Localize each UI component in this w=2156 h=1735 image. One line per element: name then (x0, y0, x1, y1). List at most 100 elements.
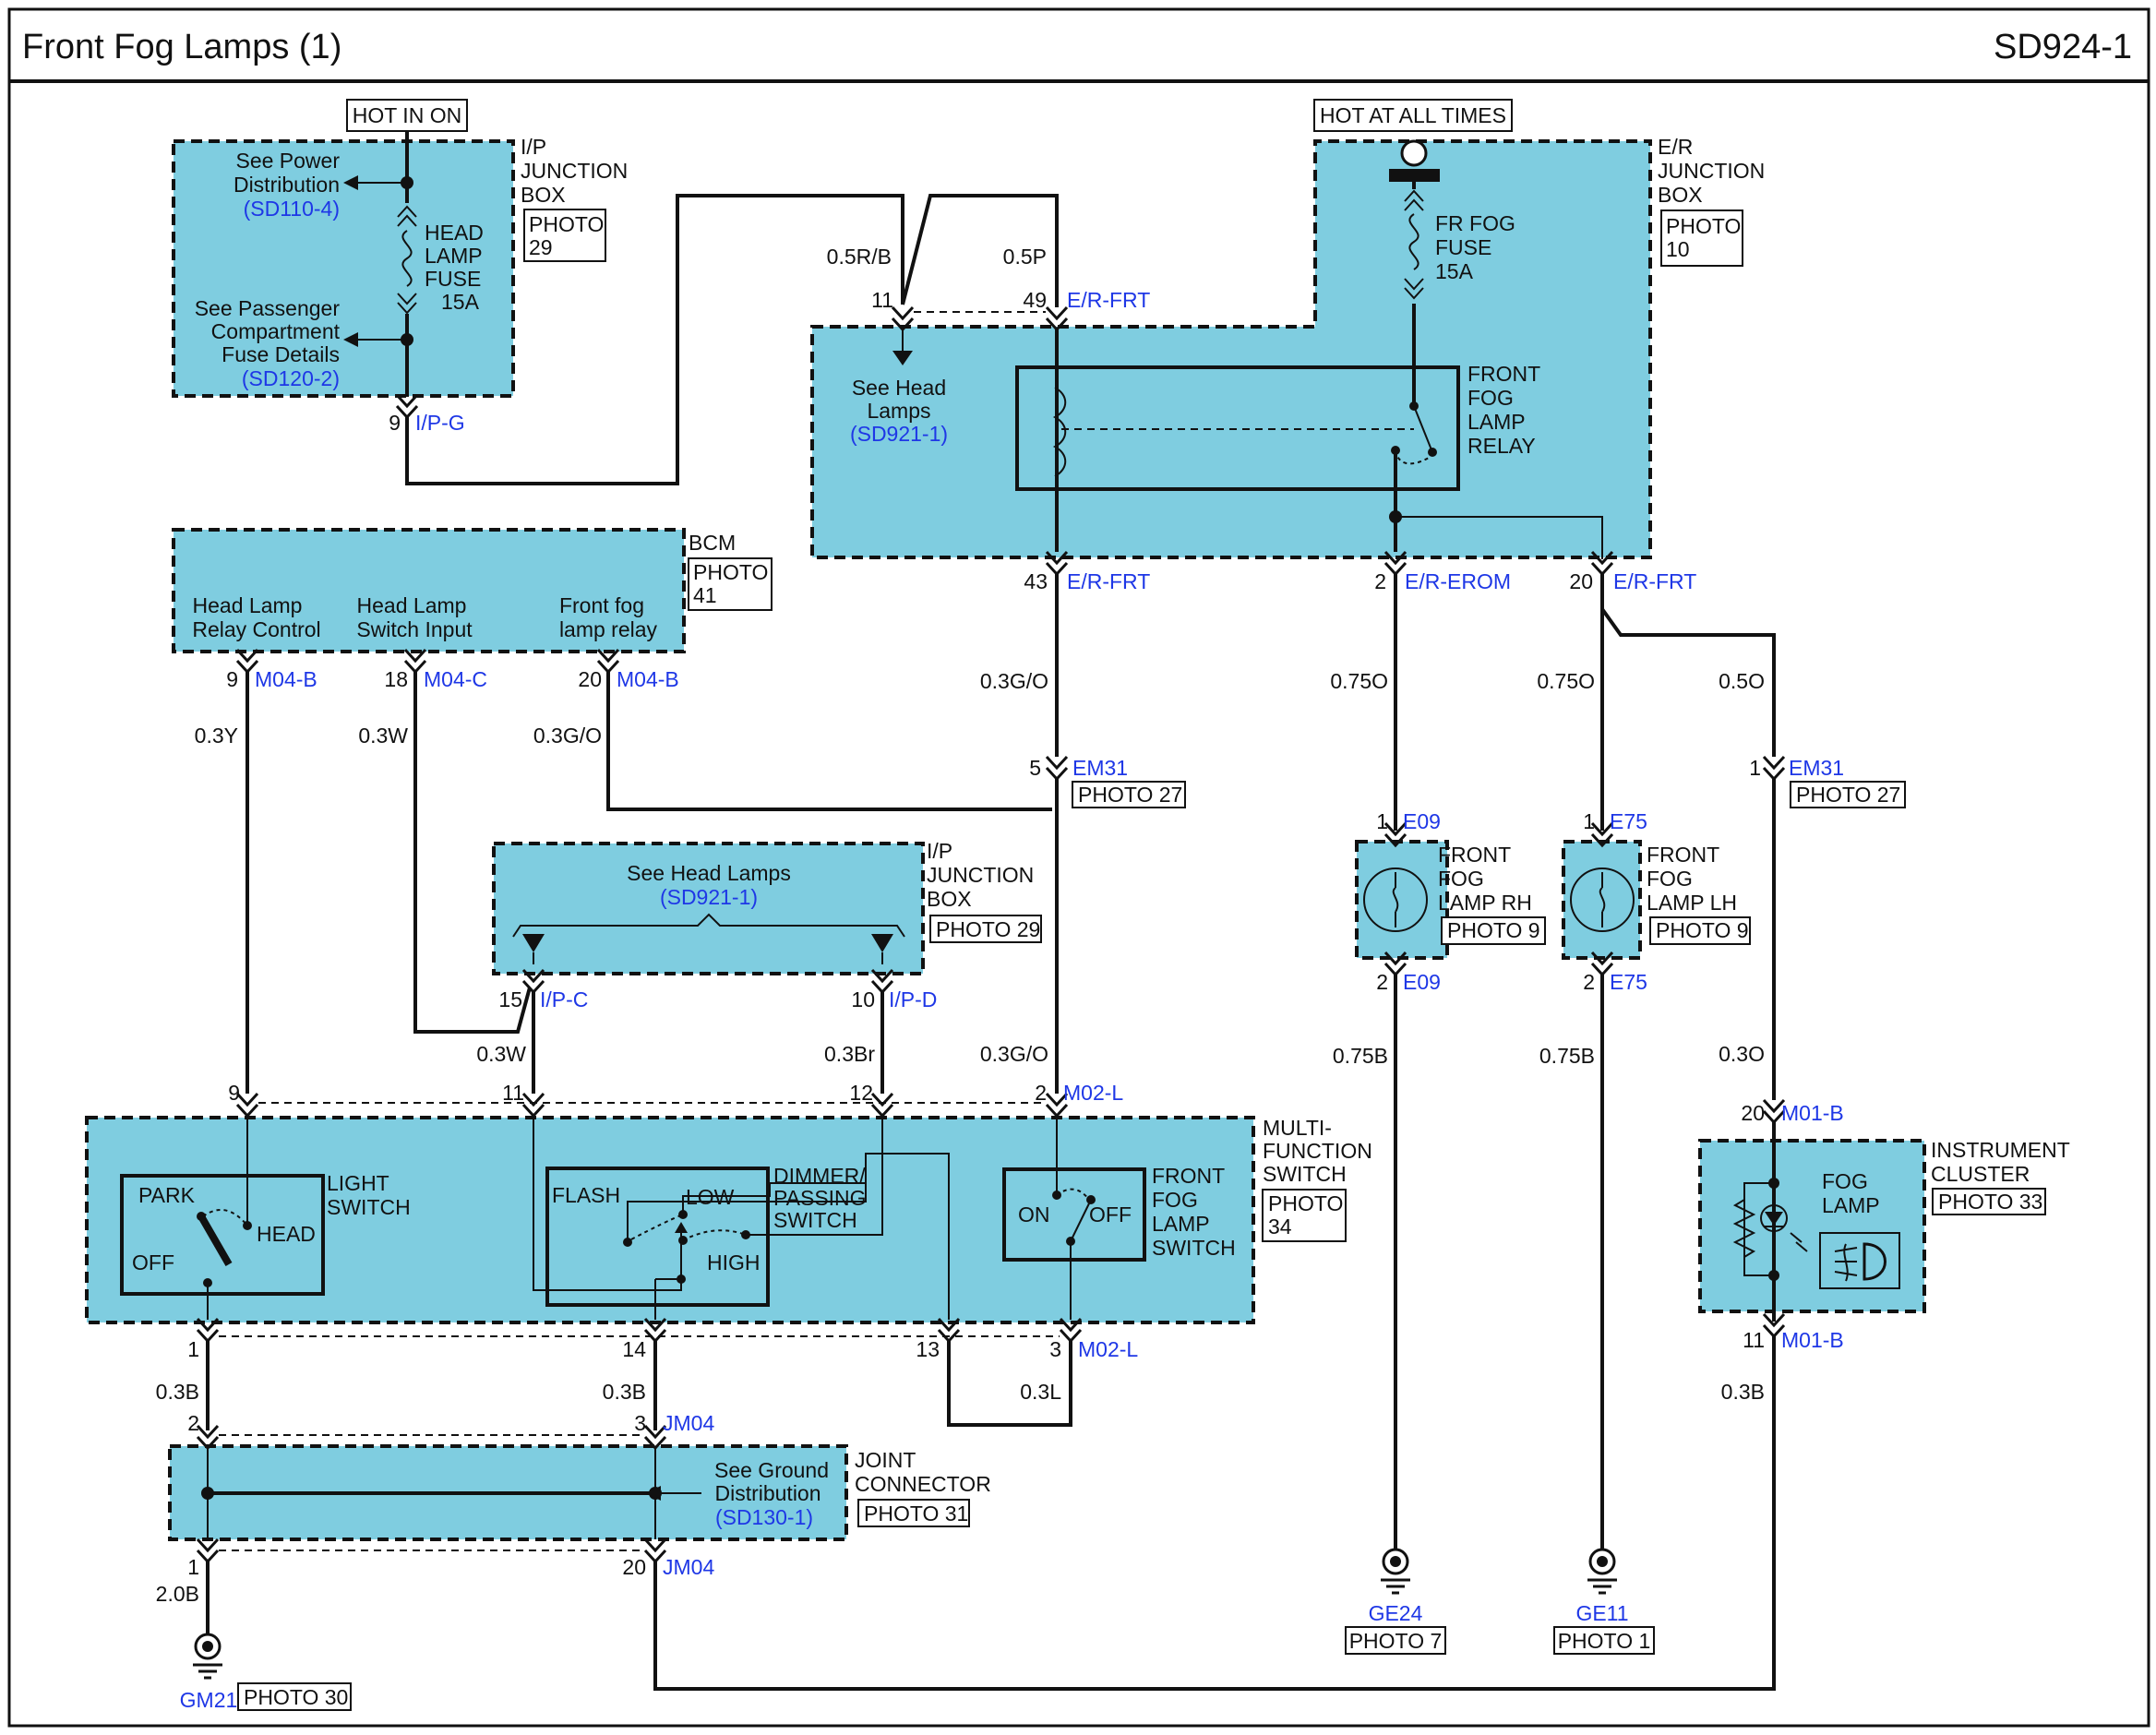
ip-conn-c: I/P-C (540, 987, 588, 1011)
see-head-lamps-er-link[interactable]: (SD921-1) (850, 422, 948, 446)
pin-43: 43 (1024, 569, 1048, 593)
conn-er-frt-49: E/R-FRT (1067, 288, 1150, 312)
wire-0-3go-bcm (606, 672, 1052, 811)
lh-conn-top: E75 (1610, 809, 1647, 833)
bcm-pin-18: 18 (384, 667, 408, 691)
fog-lamp-indicator-box (1819, 1232, 1900, 1289)
ip-conn-d: I/P-D (889, 987, 937, 1011)
wire-label-0-3y: 0.3Y (195, 724, 238, 748)
ic-pin-20: 20 (1741, 1101, 1765, 1125)
wire-label-0-5p: 0.5P (1003, 245, 1047, 269)
ground-ge11: GE11 (1575, 1601, 1628, 1625)
joint-pin-3: 3 (634, 1411, 646, 1435)
joint-conn-top: JM04 (663, 1411, 714, 1435)
rh-pin-2: 2 (1376, 970, 1388, 994)
see-ground-ref-link[interactable]: (SD130-1) (715, 1505, 813, 1529)
bcm-label: BCM (689, 531, 736, 555)
wire-label-0-3br: 0.3Br (824, 1042, 875, 1066)
conn-er-frt-43: E/R-FRT (1067, 569, 1150, 593)
power-ref-link[interactable]: (SD110-4) (244, 197, 340, 221)
lh-photo-tag (1649, 916, 1751, 945)
hot-in-on-text: HOT IN ON (353, 103, 461, 127)
mfs-pin-2: 2 (1035, 1081, 1047, 1105)
rh-pin-1: 1 (1376, 809, 1388, 833)
joint-pin-1: 1 (187, 1555, 199, 1579)
battery-bar (1389, 169, 1440, 182)
multi-function-switch-box (85, 1116, 1255, 1324)
ge11-photo: PHOTO 1 (1558, 1629, 1651, 1653)
fog-off-label: OFF (1089, 1203, 1132, 1226)
ip-pin-15: 15 (498, 987, 522, 1011)
wire-label-0-75o-rh: 0.75O (1330, 669, 1388, 693)
light-switch-box (120, 1174, 325, 1296)
ip-pin-10: 10 (851, 987, 875, 1011)
ic-pin-11: 11 (1743, 1328, 1765, 1352)
bcm-conn-18: M04-C (424, 667, 487, 691)
head-label: HEAD (257, 1222, 316, 1246)
ic-photo-tag (1932, 1188, 2046, 1215)
wire-label-0-5o: 0.5O (1719, 669, 1765, 693)
off-label: OFF (132, 1250, 174, 1274)
ground-ge24: GE24 (1369, 1601, 1423, 1625)
led-icon (1760, 1204, 1788, 1232)
fog-lamp-lh-box (1562, 840, 1642, 960)
gm21-photo: PHOTO 30 (244, 1685, 348, 1709)
high-label: HIGH (707, 1250, 761, 1274)
bcm-conn-20: M04-B (617, 667, 679, 691)
wire-0-5rb (405, 194, 904, 485)
joint-pin-2: 2 (187, 1411, 199, 1435)
lh-photo: PHOTO 9 (1656, 918, 1749, 942)
ic-conn-top: M01-B (1781, 1101, 1844, 1125)
see-head-lamps-ip-link[interactable]: (SD921-1) (660, 885, 758, 909)
passenger-ref-link[interactable]: (SD120-2) (242, 366, 340, 390)
ip-junction-box-top (172, 139, 515, 398)
on-label: ON (1018, 1203, 1050, 1226)
low-label: LOW (686, 1185, 735, 1209)
lh-conn-bot: E75 (1610, 970, 1647, 994)
wire-label-0-3l: 0.3L (1020, 1380, 1061, 1404)
joint-pin-20: 20 (622, 1555, 646, 1579)
instrument-cluster-box (1698, 1139, 1926, 1313)
gm21-photo-tag (237, 1682, 352, 1711)
er-photo-10-tag (1660, 209, 1743, 267)
fog-lamp-lh-icon (1570, 868, 1635, 932)
em31-photo-tag (1072, 781, 1186, 808)
rh-photo: PHOTO 9 (1447, 918, 1540, 942)
fr-fog-fuse-icon (1408, 213, 1419, 270)
see-head-lamps-ip: See Head Lamps (627, 861, 791, 885)
front-fog-lamp-relay (1015, 365, 1460, 491)
pin-11: 11 (871, 288, 893, 312)
em31b-photo: PHOTO 27 (1796, 783, 1900, 807)
fog-lamp-rh-box (1355, 840, 1449, 960)
wire-label-0-75o-lh: 0.75O (1537, 669, 1595, 693)
mfs-pin-13: 13 (916, 1337, 940, 1361)
rh-conn-top: E09 (1403, 809, 1441, 833)
light-switch-lever (198, 1214, 233, 1266)
conn-er-frt-20: E/R-FRT (1613, 569, 1696, 593)
bcm-pin-20: 20 (578, 667, 602, 691)
bcm-conn-9: M04-B (255, 667, 317, 691)
ic-conn-bot: M01-B (1781, 1328, 1844, 1352)
em31-conn: EM31 (1072, 756, 1128, 780)
er-junction-box (810, 139, 1652, 559)
pin-2-erom: 2 (1374, 569, 1386, 593)
em31b-photo-tag (1790, 781, 1906, 808)
wire-label-0-75b-rh: 0.75B (1333, 1044, 1388, 1068)
bcm-box (172, 528, 686, 653)
